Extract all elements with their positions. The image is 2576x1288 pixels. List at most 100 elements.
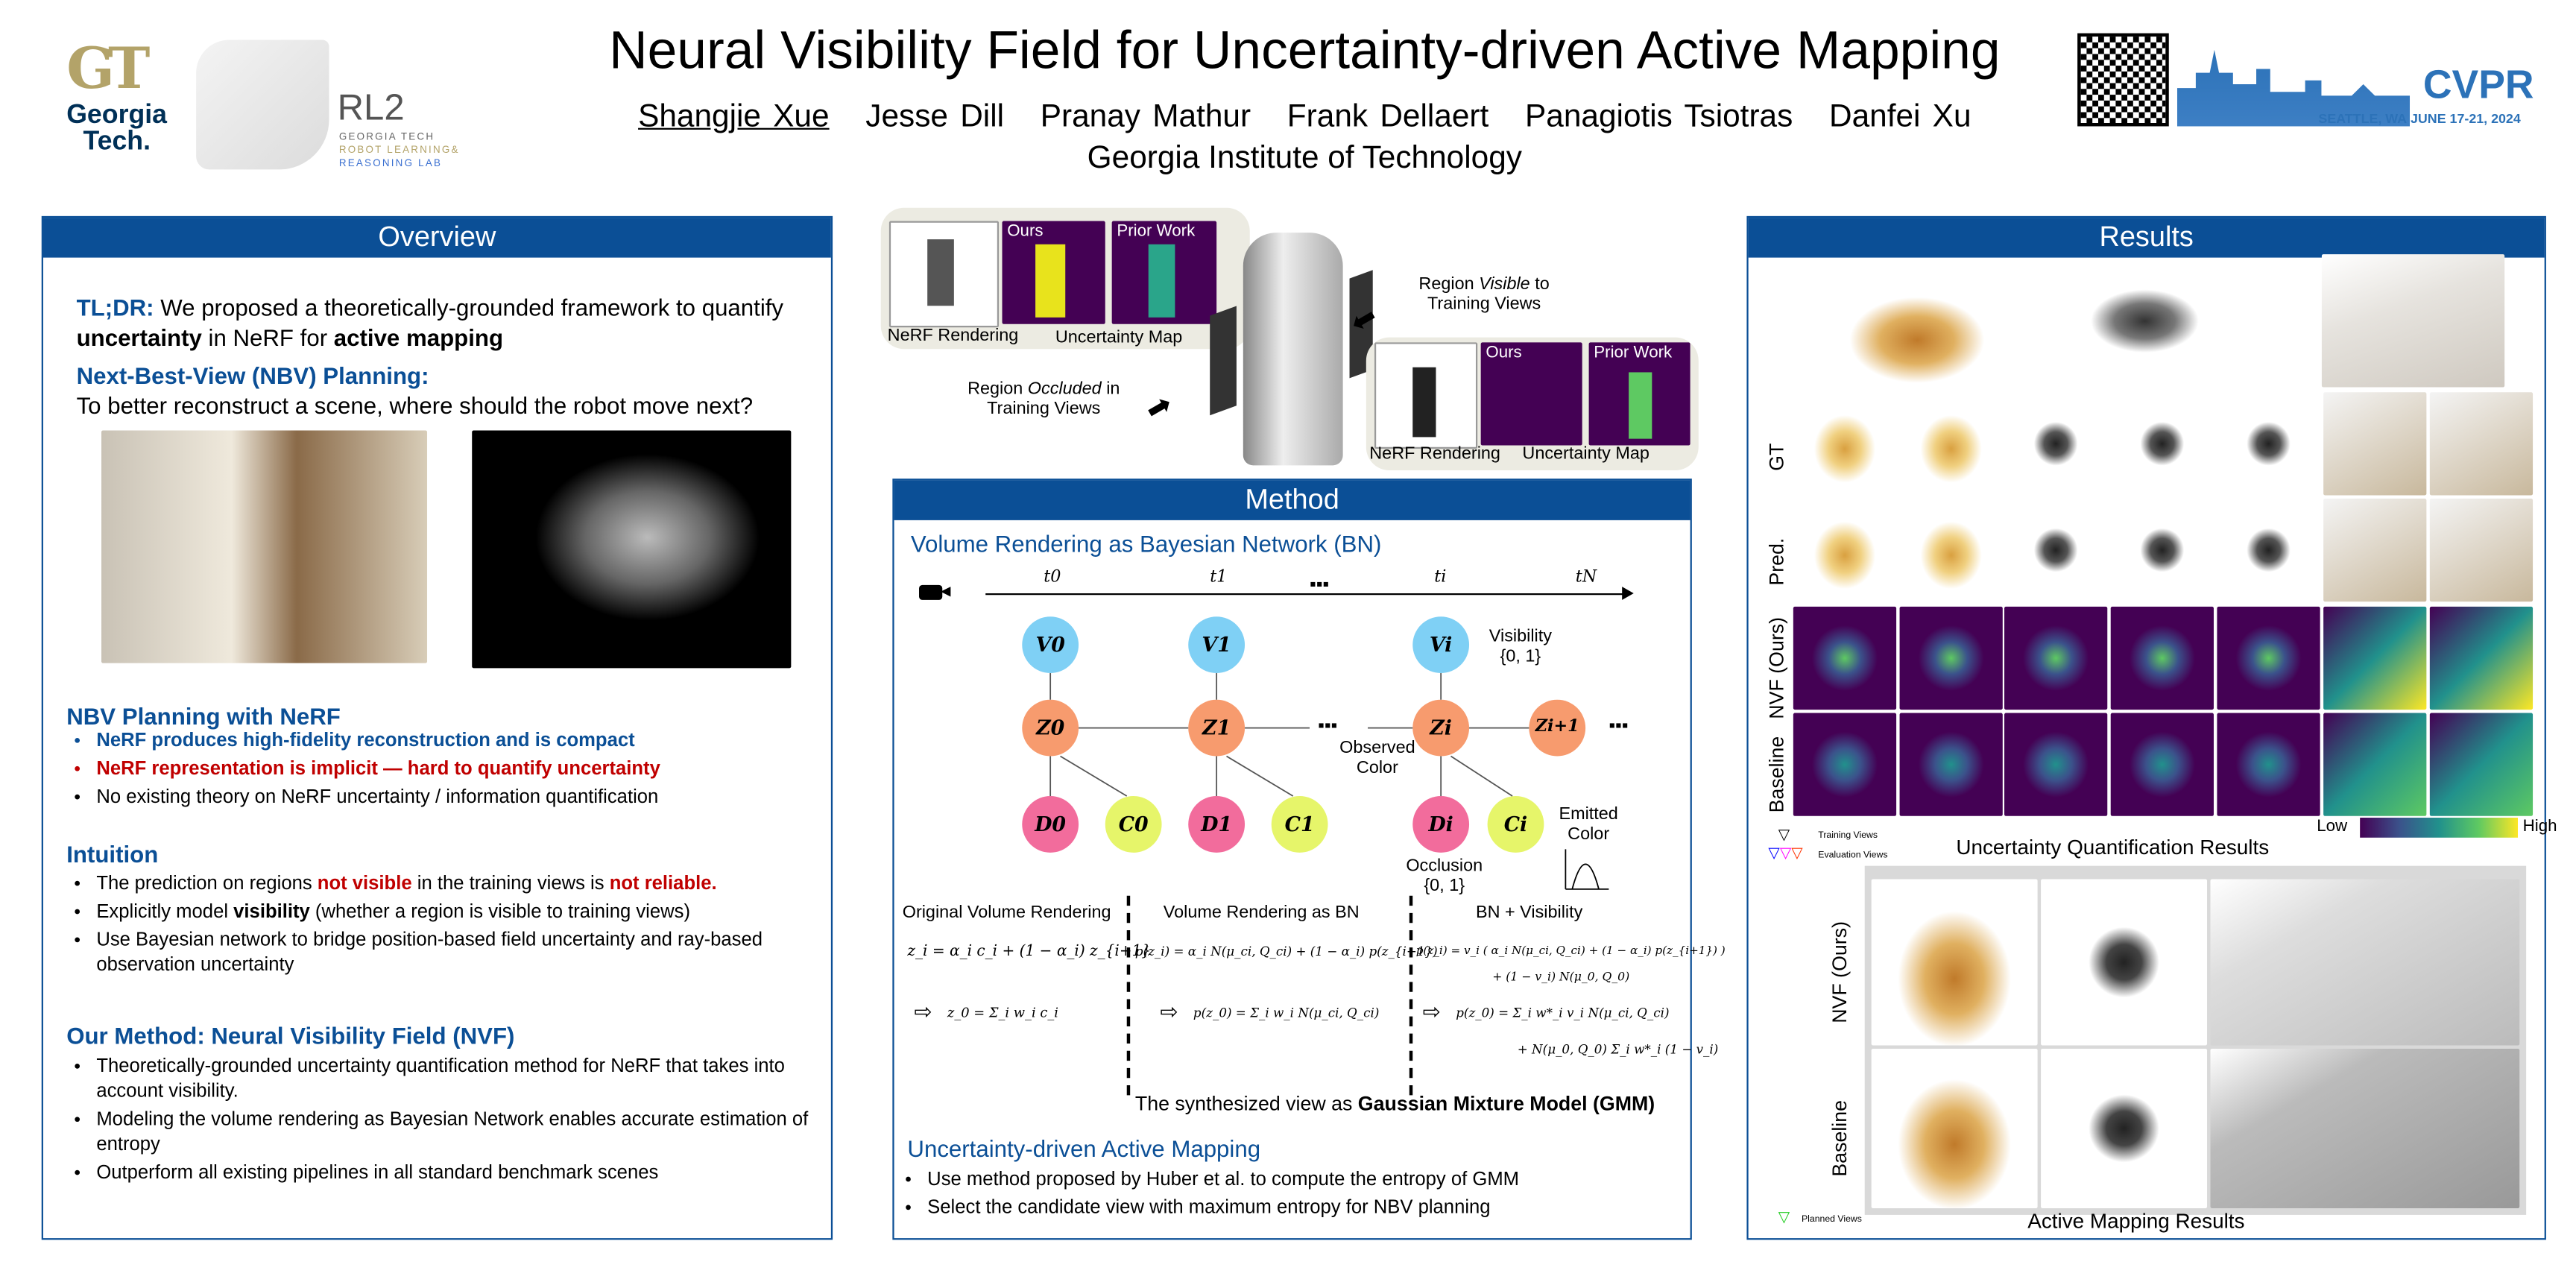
node-ci: Ci [1487,796,1544,853]
node-d0: D0 [1022,796,1079,853]
tldr-bold: uncertainty [76,323,202,351]
prior-label: Prior Work [1117,222,1196,242]
robot-hand-sketch [196,40,329,170]
result-image [2429,392,2534,496]
am-base-hubble [2041,1048,2208,1208]
result-image [2429,606,2534,710]
nerf-list: NeRF produces high-fidelity reconstructi… [66,730,844,815]
planned-views-label: Planned Views [1801,1214,1862,1225]
scene-hubble [2047,264,2264,391]
result-image [2004,392,2108,496]
node-c1: C1 [1271,796,1328,853]
result-image [2323,392,2427,496]
implies-arrow-icon: ⇨ [1422,999,1441,1024]
node-v1: V1 [1188,616,1246,674]
prior-map-left: Prior Work [1111,221,1217,324]
intuition-title: Intuition [66,841,159,868]
nerf-rendering-right [1374,342,1478,449]
nerf-item-2: NeRF representation is implicit — hard t… [96,758,844,783]
col-divider [1126,895,1131,1096]
row-label-nvf: NVF (Ours) [1764,616,1789,719]
node-z1: Z1 [1188,699,1246,757]
living-room-image [101,430,428,663]
am-nvf-room [2210,879,2520,1046]
node-zi1: Zi+1 [1529,699,1586,757]
affiliation: Georgia Institute of Technology [1087,141,1522,177]
result-image [2217,606,2320,710]
node-di: Di [1412,796,1470,853]
visibility-label: Visibility{0, 1} [1489,626,1552,667]
result-image [1793,392,1897,496]
results-panel: Results GT Pred. NVF (Ours) Baseline ▽ T… [1746,215,2557,1240]
active-mapping-title: Uncertainty-driven Active Mapping [907,1134,1261,1162]
author-2: Jesse Dill [865,99,1005,135]
evaluation-views-label: Evaluation Views [1818,850,1888,861]
result-image [2004,606,2108,710]
rl2-logo: RL2 GEORGIA TECH ROBOT LEARNING& REASONI… [196,30,462,173]
intuition-list: The prediction on regions not visible in… [66,873,844,982]
implies-arrow-icon: ⇨ [1160,999,1178,1024]
solar-panel-left [1210,306,1237,416]
overview-panel: Overview TL;DR: We proposed a theoretica… [41,215,833,1240]
nbv-title: Next-Best-View (NBV) Planning: [76,362,429,389]
colorbar-low: Low [2317,818,2348,836]
method-item-1: Theoretically-grounded uncertainty quant… [96,1055,844,1105]
tldr-text2: in NeRF for [201,323,334,351]
active-item-1: Use method proposed by Huber et al. to c… [927,1168,1692,1193]
am-row-label-nvf: NVF (Ours) [1828,921,1852,1023]
gt-mark: GT [66,37,150,104]
active-mapping-box [1864,865,2527,1215]
ours-map-right: Ours [1480,342,1582,446]
ray-axis [985,593,1626,596]
nerf-title: NBV Planning with NeRF [66,703,341,730]
am-nvf-sandwich [1871,879,2038,1046]
eq-bn: p(z_i) = α_i N(μ_ci, Q_ci) + (1 − α_i) p… [1134,944,1438,959]
row-label-baseline: Baseline [1764,736,1789,813]
nerf-rendering-label: NeRF Rendering [887,326,1019,346]
result-image [1899,606,2003,710]
bn-edges [1049,673,1609,890]
node-d1: D1 [1188,796,1246,853]
author-4: Frank Dellaert [1287,99,1489,135]
our-method-title: Our Method: Neural Visibility Field (NVF… [66,1022,515,1049]
active-item-2: Select the candidate view with maximum e… [927,1196,1692,1221]
implies-arrow-icon: ⇨ [914,999,932,1024]
method-item-3: Outperform all existing pipelines in all… [96,1162,844,1187]
result-image [2004,713,2108,816]
cvpr-logo: CVPR SEATTLE, WA JUNE 17-21, 2024 [2176,34,2534,130]
result-image [2429,713,2534,816]
nerf-item-3: No existing theory on NeRF uncertainty /… [96,786,844,811]
row-label-gt: GT [1764,443,1789,471]
camera-icon [919,584,951,600]
method-panel: Method Volume Rendering as Bayesian Netw… [892,479,1726,1240]
result-bn: p(z_0) = Σ_i w_i N(μ_ci, Q_ci) [1193,1005,1380,1021]
nbv-text: To better reconstruct a scene, where sho… [76,392,754,419]
result-image [2004,498,2108,602]
rl2-line2: ROBOT LEARNING& [338,146,460,157]
author-3: Pranay Mathur [1040,99,1251,135]
gt-logo: GT Georgia Tech. [66,37,183,169]
result-image [2217,392,2320,496]
poster-title: Neural Visibility Field for Uncertainty-… [609,19,2001,80]
result-image [1899,498,2003,602]
tldr-bold2: active mapping [333,323,504,351]
result-image [1899,713,2003,816]
result-image [2429,498,2534,602]
author-6: Danfei Xu [1828,99,1972,135]
ellipsis: ▪▪▪ [1609,716,1629,736]
ellipsis: ▪▪▪ [1318,716,1338,736]
result-image [2217,498,2320,602]
col-title-bn: Volume Rendering as BN [1163,902,1360,923]
ellipsis: ▪▪▪ [1310,575,1330,596]
uncertainty-map-label: Uncertainty Map [1055,327,1183,348]
node-vi: Vi [1412,616,1470,674]
tick-ti: ti [1434,568,1447,587]
teaser-figure: Ours Prior Work NeRF Rendering Uncertain… [880,207,1704,474]
result-image [2110,713,2214,816]
col-title-original: Original Volume Rendering [902,902,1111,923]
nerf-rendering-left [888,221,1000,328]
qr-code[interactable] [2077,33,2169,127]
